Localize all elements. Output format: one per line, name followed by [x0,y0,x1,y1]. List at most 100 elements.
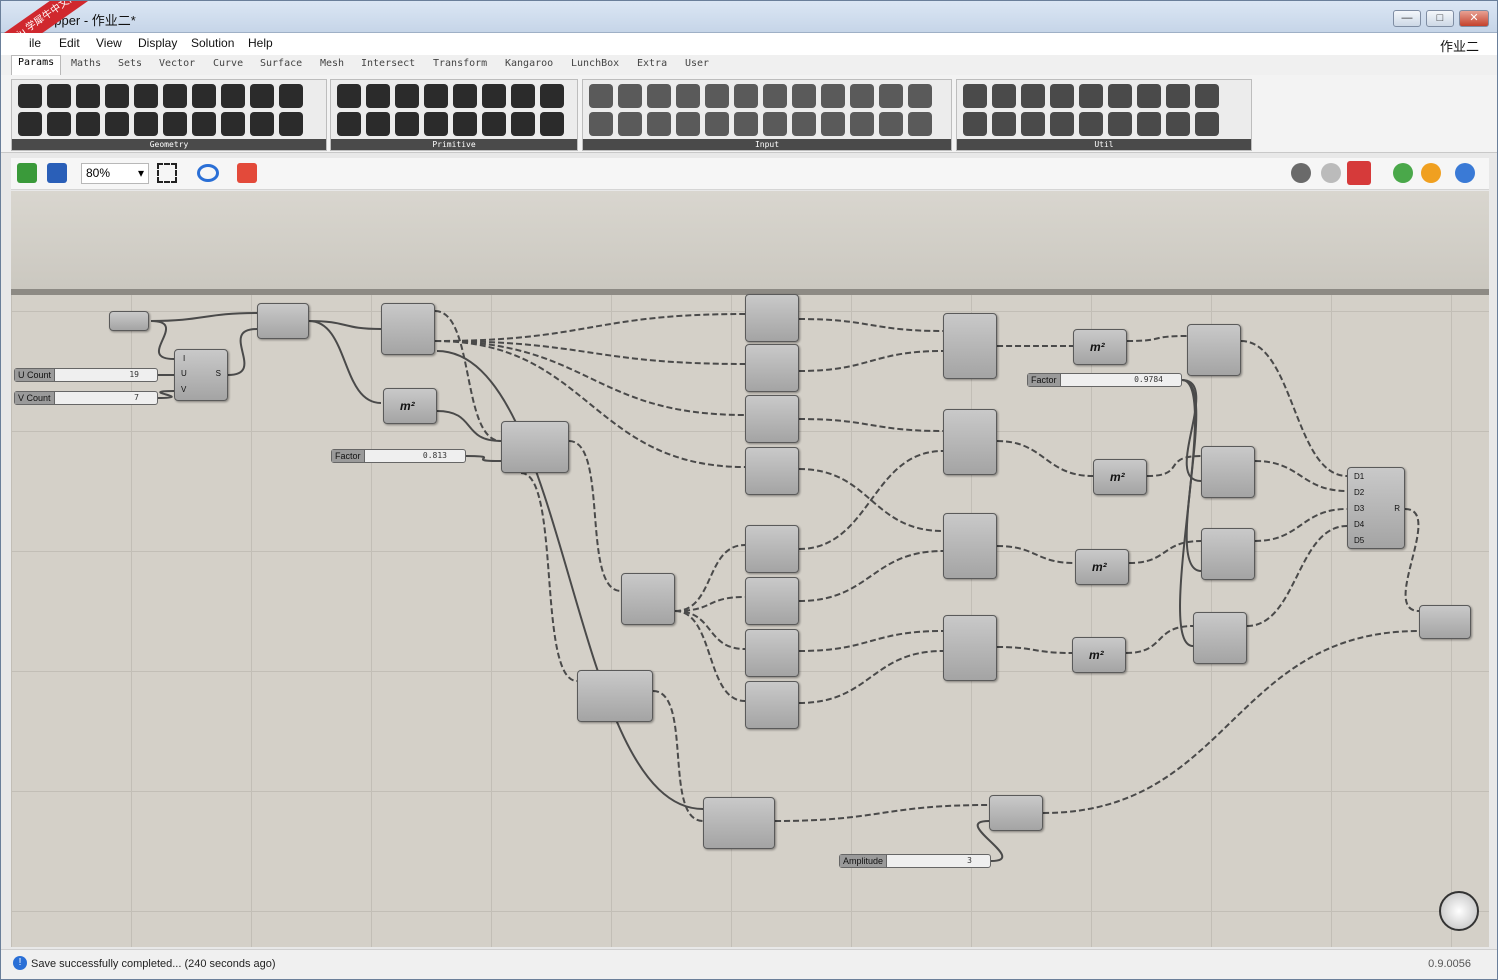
component-icon[interactable] [618,112,642,136]
component-icon[interactable] [908,112,932,136]
line-node-4[interactable] [745,447,799,495]
area-node-4[interactable]: m² [1075,549,1129,585]
preview-eye-icon[interactable] [197,164,219,182]
component-icon[interactable] [453,84,477,108]
component-icon[interactable] [250,112,274,136]
tab-extra[interactable]: Extra [637,58,668,69]
surface-4pt-node-2[interactable] [943,409,997,475]
component-icon[interactable] [618,84,642,108]
component-icon[interactable] [1108,84,1132,108]
bake-icon[interactable] [1393,163,1413,183]
component-icon[interactable] [1021,112,1045,136]
component-icon[interactable] [47,84,71,108]
component-icon[interactable] [963,84,987,108]
component-icon[interactable] [705,112,729,136]
component-icon[interactable] [540,84,564,108]
component-icon[interactable] [424,112,448,136]
component-icon[interactable] [963,112,987,136]
component-icon[interactable] [879,84,903,108]
component-icon[interactable] [792,112,816,136]
menu-display[interactable]: Display [138,36,178,50]
tab-user[interactable]: User [685,58,710,69]
tab-params[interactable]: Params [11,55,62,75]
line-node-6[interactable] [745,577,799,625]
component-icon[interactable] [18,112,42,136]
component-icon[interactable] [511,84,535,108]
extrude-node[interactable] [1419,605,1471,639]
component-icon[interactable] [47,112,71,136]
component-icon[interactable] [676,84,700,108]
component-icon[interactable] [337,84,361,108]
component-icon[interactable] [734,112,758,136]
component-icon[interactable] [992,112,1016,136]
component-icon[interactable] [540,112,564,136]
tab-vector[interactable]: Vector [159,58,196,69]
divide-surface-node[interactable]: I U V S [174,349,228,401]
line-node-5[interactable] [745,525,799,573]
component-icon[interactable] [279,84,303,108]
component-icon[interactable] [676,112,700,136]
merge-node[interactable]: D1 D2 D3 D4 D5 R [1347,467,1405,549]
component-icon[interactable] [992,84,1016,108]
close-button[interactable]: ✕ [1459,10,1489,27]
surface-4pt-node-4[interactable] [943,615,997,681]
line-node-8[interactable] [745,681,799,729]
line-node-1[interactable] [745,294,799,342]
component-icon[interactable] [850,112,874,136]
component-icon[interactable] [734,84,758,108]
component-icon[interactable] [1195,112,1219,136]
surface-4pt-node-3[interactable] [943,513,997,579]
surface-frames-node[interactable] [257,303,309,339]
area-node-3[interactable]: m² [1093,459,1147,495]
component-icon[interactable] [424,84,448,108]
zoom-select[interactable]: 80%▾ [81,163,149,184]
scale-node-2[interactable] [1187,324,1241,376]
component-icon[interactable] [1050,84,1074,108]
component-icon[interactable] [1021,84,1045,108]
component-icon[interactable] [705,84,729,108]
component-icon[interactable] [366,112,390,136]
component-icon[interactable] [589,112,613,136]
render-sphere-icon[interactable] [1455,163,1475,183]
tab-mesh[interactable]: Mesh [320,58,345,69]
component-icon[interactable] [879,112,903,136]
wire-display-icon[interactable] [1321,163,1341,183]
material-icon[interactable] [1421,163,1441,183]
component-icon[interactable] [221,84,245,108]
component-icon[interactable] [763,112,787,136]
maximize-button[interactable]: □ [1426,10,1454,27]
scale-node-1[interactable] [501,421,569,473]
component-icon[interactable] [192,112,216,136]
component-icon[interactable] [763,84,787,108]
component-icon[interactable] [647,112,671,136]
line-node-3[interactable] [745,395,799,443]
component-icon[interactable] [134,112,158,136]
menu-help[interactable]: Help [248,36,273,50]
brep-edges-node-2[interactable] [621,573,675,625]
scale-node-5[interactable] [1193,612,1247,664]
zoom-extents-icon[interactable] [157,163,177,183]
curve-closest-point-node[interactable] [577,670,653,722]
component-icon[interactable] [250,84,274,108]
tab-kangaroo[interactable]: Kangaroo [505,58,554,69]
component-icon[interactable] [395,112,419,136]
component-icon[interactable] [76,112,100,136]
component-icon[interactable] [1195,84,1219,108]
component-icon[interactable] [1166,112,1190,136]
menu-view[interactable]: View [96,36,122,50]
save-file-icon[interactable] [47,163,67,183]
minimize-button[interactable]: — [1393,10,1421,27]
component-icon[interactable] [908,84,932,108]
display-mode-icon[interactable] [1291,163,1311,183]
component-icon[interactable] [1050,112,1074,136]
tab-lunchbox[interactable]: LunchBox [571,58,620,69]
evaluate-surface-node[interactable] [703,797,775,849]
component-icon[interactable] [821,112,845,136]
area-node-1[interactable]: m² [383,388,437,424]
component-icon[interactable] [76,84,100,108]
component-icon[interactable] [134,84,158,108]
component-icon[interactable] [482,112,506,136]
